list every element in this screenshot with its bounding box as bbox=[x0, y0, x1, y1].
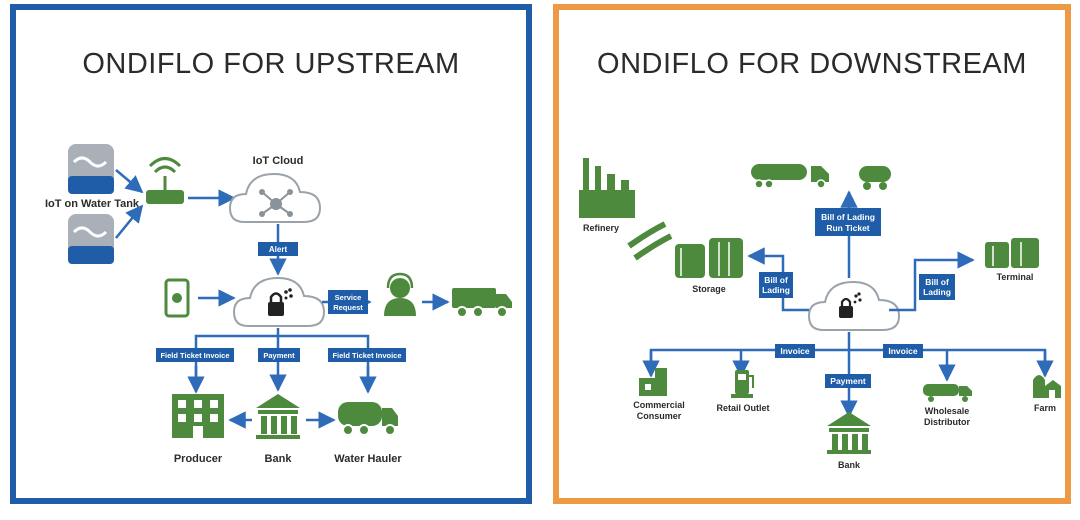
pipeline-icon bbox=[627, 221, 673, 261]
water-hauler-label: Water Hauler bbox=[334, 453, 402, 465]
water-hauler-truck-icon bbox=[338, 402, 398, 436]
bill-of-lading-label: Bill of Lading bbox=[821, 212, 875, 222]
terminal-label: Terminal bbox=[997, 272, 1034, 282]
refinery-label: Refinery bbox=[583, 223, 619, 233]
invoice-tag bbox=[775, 344, 815, 358]
alert-label: Alert bbox=[269, 245, 288, 254]
payment-tag bbox=[825, 374, 871, 388]
upstream-panel: ONDIFLO FOR UPSTREAM IoT on Water Tank bbox=[10, 4, 532, 504]
field-ticket-tag bbox=[156, 348, 234, 362]
invoice-tag bbox=[883, 344, 923, 358]
service-request-label: Request bbox=[333, 303, 363, 312]
field-ticket-label: Field Ticket Invoice bbox=[332, 351, 401, 360]
ondiflo-cloud-icon bbox=[232, 276, 326, 327]
rail-tank-car-icon bbox=[859, 166, 891, 190]
storage-label: Storage bbox=[692, 284, 726, 294]
field-ticket-tag bbox=[328, 348, 406, 362]
bill-of-lading-label: Lading bbox=[923, 287, 951, 297]
commercial-label: Commercial bbox=[633, 400, 685, 410]
iot-cloud-label: IoT Cloud bbox=[253, 155, 304, 167]
alert-tag bbox=[258, 242, 298, 256]
bill-of-lading-label: Bill of bbox=[764, 275, 788, 285]
tanker-truck-icon bbox=[751, 164, 829, 189]
arrow bbox=[194, 334, 370, 390]
farm-label: Farm bbox=[1034, 403, 1056, 413]
downstream-title: ONDIFLO FOR DOWNSTREAM bbox=[597, 48, 1027, 80]
router-icon bbox=[146, 157, 184, 204]
retail-outlet-label: Retail Outlet bbox=[716, 403, 769, 413]
bill-of-lading-tag bbox=[919, 274, 955, 300]
commercial-label: Consumer bbox=[637, 411, 682, 421]
bank-label: Bank bbox=[838, 460, 861, 470]
run-ticket-label: Run Ticket bbox=[826, 223, 869, 233]
producer-building-icon bbox=[172, 394, 224, 438]
tanker-truck-icon bbox=[452, 288, 512, 318]
wholesale-label: Wholesale bbox=[925, 406, 970, 416]
bill-of-lading-run-ticket-tag bbox=[815, 208, 881, 236]
wholesale-truck-icon bbox=[923, 384, 972, 402]
service-request-label: Service bbox=[335, 293, 362, 302]
storage-tanks-icon bbox=[675, 238, 743, 278]
service-request-tag bbox=[328, 290, 368, 314]
payment-tag bbox=[258, 348, 300, 362]
bill-of-lading-label: Bill of bbox=[925, 277, 949, 287]
arrow bbox=[115, 204, 144, 239]
bill-of-lading-tag bbox=[759, 272, 793, 298]
water-tank-icon bbox=[68, 144, 114, 194]
farm-icon bbox=[1033, 375, 1061, 398]
invoice-label: Invoice bbox=[780, 346, 810, 356]
service-agent-icon bbox=[384, 272, 416, 316]
downstream-diagram: Refinery Storage bbox=[579, 158, 1061, 470]
iot-water-tank-label: IoT on Water Tank bbox=[45, 198, 140, 210]
refinery-icon bbox=[579, 158, 635, 218]
invoice-label: Invoice bbox=[888, 346, 918, 356]
payment-label: Payment bbox=[263, 351, 295, 360]
upstream-diagram: IoT on Water Tank IoT Cloud Alert bbox=[45, 144, 512, 465]
terminal-tanks-icon bbox=[985, 238, 1039, 268]
field-ticket-label: Field Ticket Invoice bbox=[160, 351, 229, 360]
wholesale-label: Distributor bbox=[924, 417, 970, 427]
bill-of-lading-label: Lading bbox=[762, 285, 790, 295]
ondiflo-cloud-icon bbox=[807, 280, 901, 331]
bank-icon bbox=[827, 412, 871, 454]
downstream-panel: ONDIFLO FOR DOWNSTREAM Refinery bbox=[553, 4, 1071, 504]
water-tank-icon bbox=[68, 214, 114, 264]
payment-label: Payment bbox=[830, 376, 866, 386]
arrow bbox=[889, 251, 975, 312]
arrow bbox=[115, 169, 144, 194]
bank-icon bbox=[256, 394, 300, 439]
mobile-phone-icon bbox=[164, 278, 190, 318]
iot-cloud-icon bbox=[228, 172, 322, 223]
commercial-consumer-icon bbox=[639, 368, 667, 396]
bank-label: Bank bbox=[265, 453, 293, 465]
producer-label: Producer bbox=[174, 453, 223, 465]
upstream-title: ONDIFLO FOR UPSTREAM bbox=[82, 48, 460, 80]
fuel-pump-icon bbox=[731, 370, 754, 398]
